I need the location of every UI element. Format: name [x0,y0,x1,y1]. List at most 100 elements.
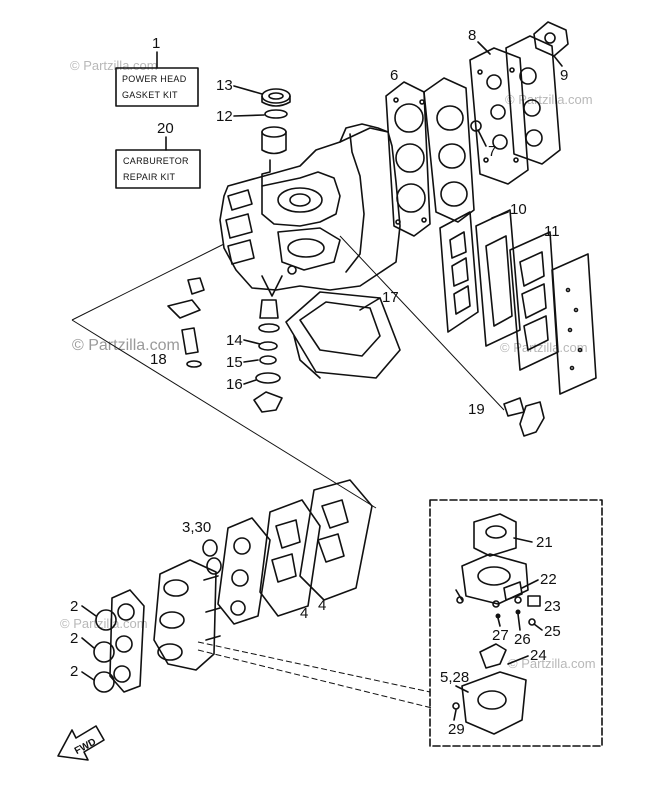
needle-valve-22[interactable] [503,581,523,601]
carb-pointer-line [197,649,433,709]
callout-8: 8 [468,27,476,44]
leader-line-13 [233,85,263,95]
callout-19: 19 [468,401,485,418]
leader-line-14 [243,339,261,345]
leader-line-5-28 [455,685,469,693]
intake-gasket-4-front[interactable] [259,499,321,617]
leader-line-24 [507,655,529,665]
leader-line-16 [243,379,257,385]
callout-29: 29 [448,721,465,738]
connector-line [339,235,505,411]
power-head-label-line2: GASKET KIT [122,90,178,100]
leader-line-27 [497,617,501,627]
callout-17: 17 [382,289,399,306]
callout-10: 10 [510,201,527,218]
jet-23[interactable] [527,595,541,607]
callout-9: 9 [560,67,568,84]
carburetor-repair-kit-box[interactable]: 20 CARBURETOR REPAIR KIT [115,120,201,189]
callout-1: 1 [152,35,160,52]
lower-bearing-parts[interactable] [253,299,283,413]
leader-line-22 [521,579,539,589]
leader-line-25 [533,623,543,631]
thermostat-gasket-9[interactable] [533,21,569,57]
gasket-24[interactable] [479,643,507,669]
connector-line [71,319,377,509]
head-bolt-7[interactable] [470,120,487,147]
gaskets-2[interactable] [93,609,117,693]
callout-16: 16 [226,376,243,393]
exhaust-inner-plate[interactable] [475,209,521,347]
callout-22: 22 [540,571,557,588]
exhaust-outer-cover[interactable] [551,253,597,395]
watermark-top-right: © Partzilla.com [505,92,593,107]
callout-21: 21 [536,534,553,551]
watermark-center-right: © Partzilla.com [500,340,588,355]
cylinder-block-assembly[interactable] [219,123,401,297]
callout-4-rear: 4 [318,597,326,614]
float-chamber-21[interactable] [473,513,517,557]
callout-3-30: 3,30 [182,519,211,536]
leader-line-17 [359,297,381,311]
intake-manifold[interactable] [153,559,221,671]
callout-20: 20 [157,120,174,137]
cylinder-head[interactable] [423,77,475,223]
head-cover[interactable] [505,35,561,165]
leader-line-2 [81,605,97,617]
connector-line [71,243,225,321]
reed-valve-plate[interactable] [217,517,271,625]
kit-box-frame [115,67,199,107]
callout-15: 15 [226,354,243,371]
leader-line-9 [553,55,563,67]
head-cover-gasket-8[interactable] [469,47,529,185]
intake-gasket-4-rear[interactable] [299,479,373,601]
oil-seal-13[interactable] [261,88,291,107]
manifold-gasket[interactable] [109,589,145,693]
callout-5-28: 5,28 [440,669,469,686]
cylinder-head-gasket-6[interactable] [385,81,431,237]
callout-13: 13 [216,77,233,94]
callout-2-top: 2 [70,598,78,615]
leader-line-15 [243,359,259,363]
carburetor-label-line1: CARBURETOR [123,156,189,166]
callout-6: 6 [390,67,398,84]
watermark-bottom-right: © Partzilla.com [508,656,596,671]
seal-parts-18[interactable] [167,277,205,368]
leader-line-8 [477,41,491,55]
carburetor-label-line2: REPAIR KIT [123,172,176,182]
o-ring-12[interactable] [264,109,288,119]
watermark-center-left: © Partzilla.com [72,337,180,354]
callout-23: 23 [544,598,561,615]
leader-line-2 [81,637,95,649]
callout-26: 26 [514,631,531,648]
callout-14: 14 [226,332,243,349]
callout-25: 25 [544,623,561,640]
forward-direction-arrow: FWD [57,725,105,761]
base-gasket-17[interactable] [285,291,401,379]
carburetor-body[interactable] [455,553,529,605]
fitting-19[interactable] [503,397,545,437]
kit-box-frame [115,149,201,189]
carb-base-5-28[interactable] [452,671,527,735]
callout-11: 11 [544,223,560,240]
callout-2-middle: 2 [70,630,78,647]
leader-line-10 [491,211,509,219]
leader-line-29 [453,709,457,721]
carb-gasket-3-30[interactable] [202,539,222,575]
callout-7: 7 [488,143,496,160]
bearing-sleeve[interactable] [261,126,287,155]
carburetor-detail-frame [429,499,603,747]
watermark-bottom-left: © Partzilla.com [60,616,148,631]
leader-line-12 [233,114,265,117]
callout-27: 27 [492,627,509,644]
small-parts-26-27[interactable] [492,596,536,626]
leader-line-26 [517,613,521,631]
callout-2-bottom: 2 [70,663,78,680]
leader-line-21 [513,537,533,543]
callout-12: 12 [216,108,233,125]
exhaust-cover-gasket-10[interactable] [439,211,479,333]
power-head-gasket-kit-box[interactable]: 1 POWER HEAD GASKET KIT [115,35,199,107]
callout-24: 24 [530,647,547,664]
callout-4-front: 4 [300,605,308,622]
leader-line-2 [81,671,95,681]
